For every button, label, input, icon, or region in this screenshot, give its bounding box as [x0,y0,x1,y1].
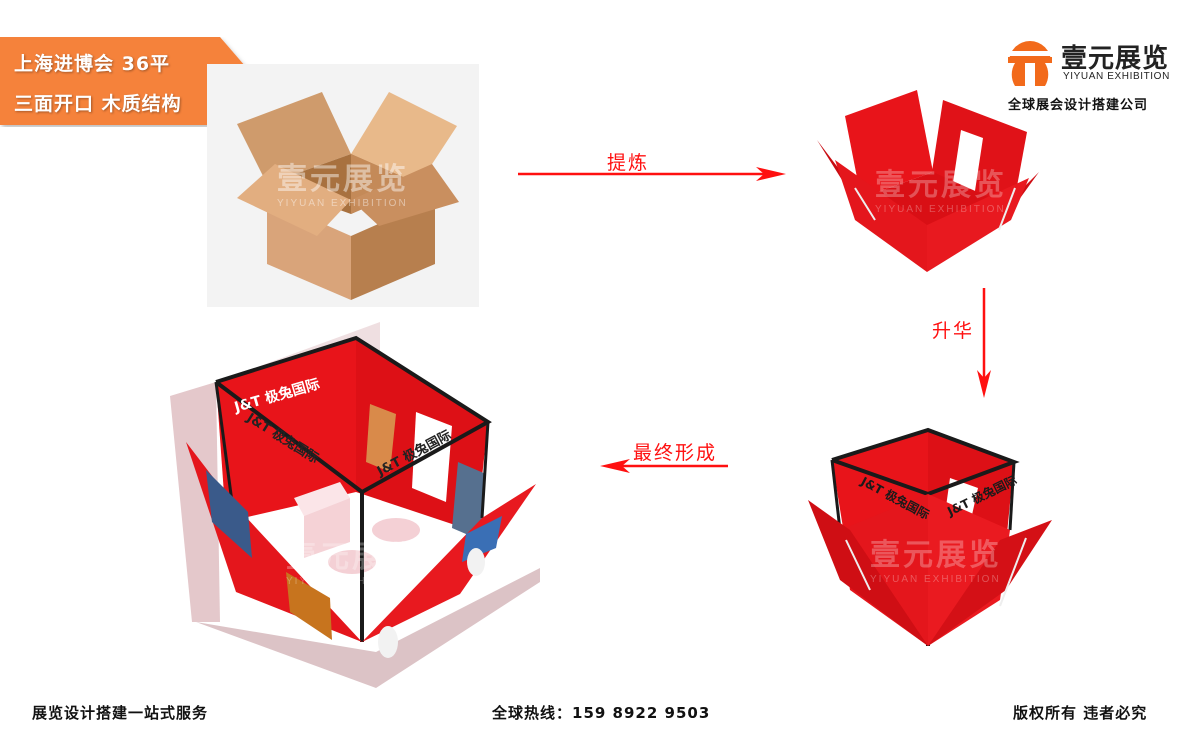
arrow-right-icon [518,167,786,181]
step-2-abstract-red-box-image: 壹元展览 YIYUAN EXHIBITION [815,80,1045,280]
step-3-red-booth-frame-image: J&T 极兔国际 J&T 极兔国际 壹元展览 YIYUAN EXHIBITION [800,420,1060,660]
footer-hotline: 全球热线：159 8922 9503 [492,704,711,722]
footer-service-text: 展览设计搭建一站式服务 [32,704,209,722]
logo-name-en: YIYUAN EXHIBITION [1063,71,1170,82]
yiyuan-logo-icon [1008,41,1052,86]
header-banner: 上海进博会 36平 三面开口 木质结构 [0,37,262,127]
banner-line-2: 三面开口 木质结构 [14,93,182,115]
logo-name-cn: 壹元展览 [1061,44,1170,74]
arrow-label-refine: 提炼 [607,152,650,174]
company-logo: 壹元展览 YIYUAN EXHIBITION 全球展会设计搭建公司 [1005,36,1185,116]
footer-copyright: 版权所有 违者必究 [1013,704,1148,722]
banner-line-1: 上海进博会 36平 [14,53,171,75]
arrow-left-icon [600,459,728,473]
arrow-label-sublimate: 升华 [932,320,975,342]
step-1-cardboard-box-image: 壹元展览 YIYUAN EXHIBITION [207,64,479,307]
arrow-label-final: 最终形成 [633,442,718,464]
arrow-down-icon [977,288,991,398]
banner-arrow-shape [0,37,258,125]
step-4-final-booth-render-image: J&T 极兔国际 J&T 极兔国际 J&T 极兔国际 壹元展览 YIYUAN E… [166,322,576,688]
logo-tagline: 全球展会设计搭建公司 [1008,98,1149,113]
